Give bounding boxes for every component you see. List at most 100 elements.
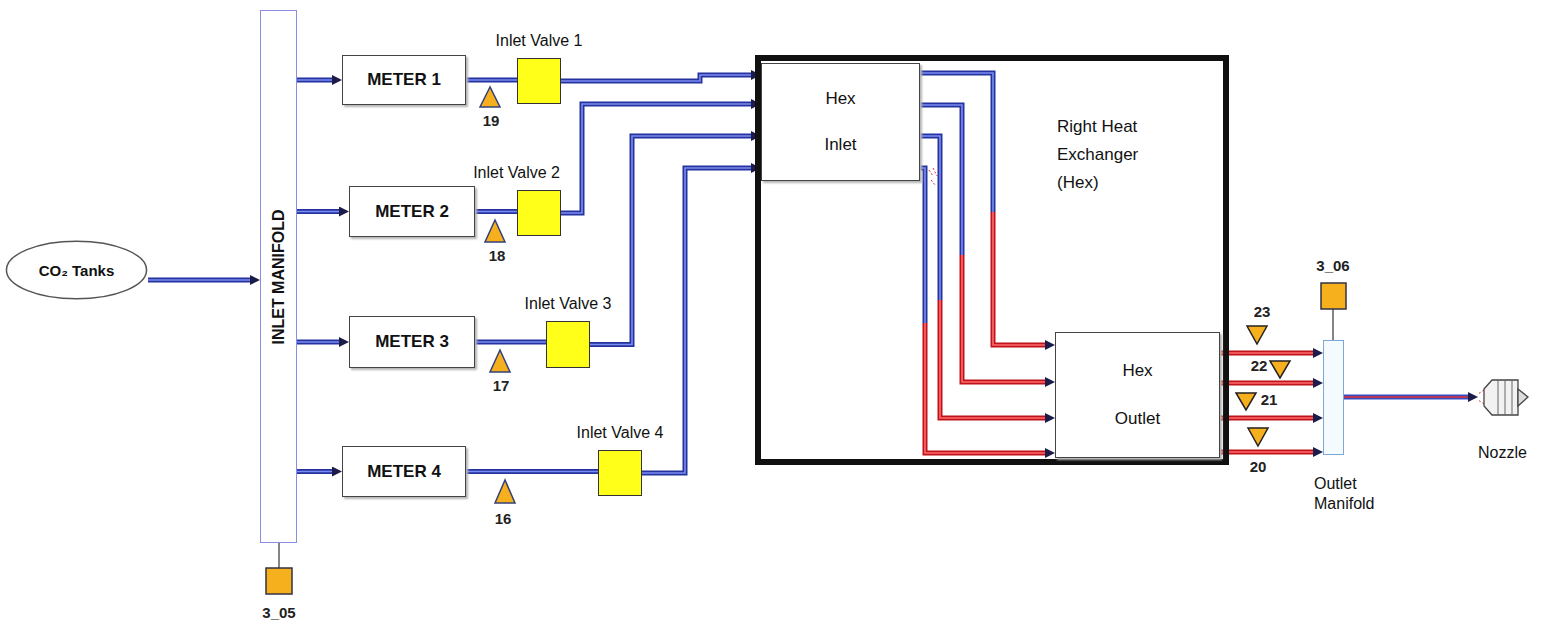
pipe-inner bbox=[561, 75, 751, 81]
pipe-connector bbox=[475, 342, 546, 343]
pipe-outer bbox=[1220, 416, 1313, 421]
callout-number: 17 bbox=[493, 377, 510, 394]
meter-box: METER 3 bbox=[349, 316, 475, 368]
pipe-outer bbox=[1220, 381, 1313, 386]
pipe-connector bbox=[1220, 353, 1313, 354]
pipe-connector bbox=[297, 80, 332, 81]
node-text: Inlet Valve 3 bbox=[525, 295, 612, 313]
hex-outlet-box: HexOutlet bbox=[1055, 332, 1220, 458]
inlet-valve: Inlet Valve 4 bbox=[598, 450, 642, 496]
callout-number: 16 bbox=[495, 510, 512, 527]
pipe-outer bbox=[475, 209, 517, 214]
pipe-connector bbox=[148, 280, 250, 281]
sensor-triangle bbox=[1236, 393, 1256, 410]
node-text: Hex bbox=[1122, 361, 1152, 381]
pipe-connector bbox=[297, 342, 339, 343]
pipe-outer bbox=[1220, 351, 1313, 356]
heat-exchanger: Right Heat Exchanger (Hex)HexInletHexOut… bbox=[755, 55, 1229, 465]
pipe-inner bbox=[475, 341, 546, 343]
callout-number: 3_06 bbox=[1316, 257, 1349, 274]
pipe-outer bbox=[148, 278, 250, 283]
callout-number: 18 bbox=[489, 247, 506, 264]
pipe-connector bbox=[1220, 383, 1313, 384]
pipe-outer bbox=[297, 209, 339, 214]
pipe-connector bbox=[297, 471, 332, 472]
sensor-triangle bbox=[485, 220, 505, 242]
pipe-connector bbox=[1220, 452, 1313, 453]
pipe-outer bbox=[561, 75, 751, 81]
pipe-outer bbox=[297, 340, 339, 345]
inlet-valve: Inlet Valve 1 bbox=[517, 58, 561, 104]
pipe-inner bbox=[1220, 451, 1313, 453]
pipe-inner bbox=[1220, 352, 1313, 354]
pipe-outer bbox=[920, 136, 1045, 418]
node-text: Inlet Valve 4 bbox=[577, 424, 664, 442]
sensor-triangle bbox=[480, 87, 500, 107]
pipe-inner bbox=[561, 104, 751, 213]
node-text: Right Heat Exchanger (Hex) bbox=[1057, 113, 1165, 197]
pipe-outer bbox=[561, 104, 751, 213]
sensor-triangle bbox=[1270, 361, 1290, 378]
sensor-lead bbox=[278, 543, 279, 568]
pipe-connector bbox=[297, 211, 339, 212]
pipe-connector bbox=[466, 80, 517, 81]
nozzle: Nozzle bbox=[1478, 375, 1532, 420]
pipe-connector bbox=[561, 104, 751, 213]
pipe-inner bbox=[1220, 417, 1313, 419]
pipe-outer bbox=[1344, 395, 1468, 400]
sensor-triangle bbox=[1248, 428, 1268, 446]
node-text: Inlet Valve 2 bbox=[473, 164, 560, 182]
node-text: Outlet Manifold bbox=[1314, 474, 1394, 514]
node-text: Nozzle bbox=[1478, 443, 1538, 463]
pipe-inner bbox=[920, 136, 1045, 418]
hex-inlet-box: HexInlet bbox=[761, 63, 920, 181]
pipe-inner bbox=[466, 471, 598, 473]
node-text: METER 2 bbox=[375, 202, 449, 222]
pipe-outer bbox=[297, 78, 332, 83]
callout-number: 22 bbox=[1251, 357, 1268, 374]
inlet-valve: Inlet Valve 2 bbox=[517, 190, 561, 236]
node-text: Hex bbox=[825, 89, 855, 109]
pipe-connector bbox=[920, 136, 1045, 418]
pipe-outer bbox=[297, 469, 332, 474]
inlet-manifold: INLET MANIFOLD bbox=[260, 10, 297, 543]
sensor-triangle bbox=[490, 350, 510, 372]
node-text: CO₂ Tanks bbox=[39, 262, 115, 279]
pipe-inner bbox=[297, 211, 339, 213]
pipe-outer bbox=[466, 78, 517, 83]
callout-number: 23 bbox=[1254, 303, 1271, 320]
pipe-connector bbox=[475, 211, 517, 212]
pipe-inner bbox=[475, 211, 517, 213]
callout-number: 19 bbox=[483, 112, 500, 129]
pipe-outer bbox=[920, 168, 1045, 453]
pipe-outer bbox=[1220, 450, 1313, 455]
pipe-inner bbox=[297, 471, 332, 473]
meter-box: METER 4 bbox=[342, 446, 466, 497]
node-text: METER 3 bbox=[375, 332, 449, 352]
pipe-connector bbox=[1344, 397, 1468, 398]
tank-ellipse: CO₂ Tanks bbox=[5, 240, 148, 300]
pipe-connector bbox=[920, 168, 1045, 453]
node-text: INLET MANIFOLD bbox=[270, 209, 288, 344]
outlet-manifold: Outlet Manifold bbox=[1323, 340, 1344, 455]
inlet-valve: Inlet Valve 3 bbox=[546, 321, 590, 368]
meter-box: METER 1 bbox=[342, 55, 466, 105]
pipe-outer bbox=[475, 340, 546, 345]
pipe-inner bbox=[1344, 396, 1468, 398]
pipe-connector bbox=[1220, 418, 1313, 419]
pipe-inner bbox=[920, 168, 1045, 453]
node-text: Outlet bbox=[1115, 409, 1160, 429]
pipe-inner bbox=[297, 79, 332, 81]
sensor-triangle bbox=[1247, 326, 1267, 344]
pipe-inner bbox=[1220, 382, 1313, 384]
node-text: Inlet bbox=[824, 135, 856, 155]
pipe-inner bbox=[148, 279, 250, 281]
pipe-connector bbox=[466, 471, 598, 472]
callout-number: 21 bbox=[1261, 391, 1278, 408]
callout-number: 20 bbox=[1250, 458, 1267, 475]
nozzle-icon bbox=[1478, 375, 1532, 420]
pipe-inner bbox=[466, 79, 517, 81]
sensor-lead bbox=[1332, 309, 1333, 340]
sensor-square bbox=[1321, 283, 1346, 309]
